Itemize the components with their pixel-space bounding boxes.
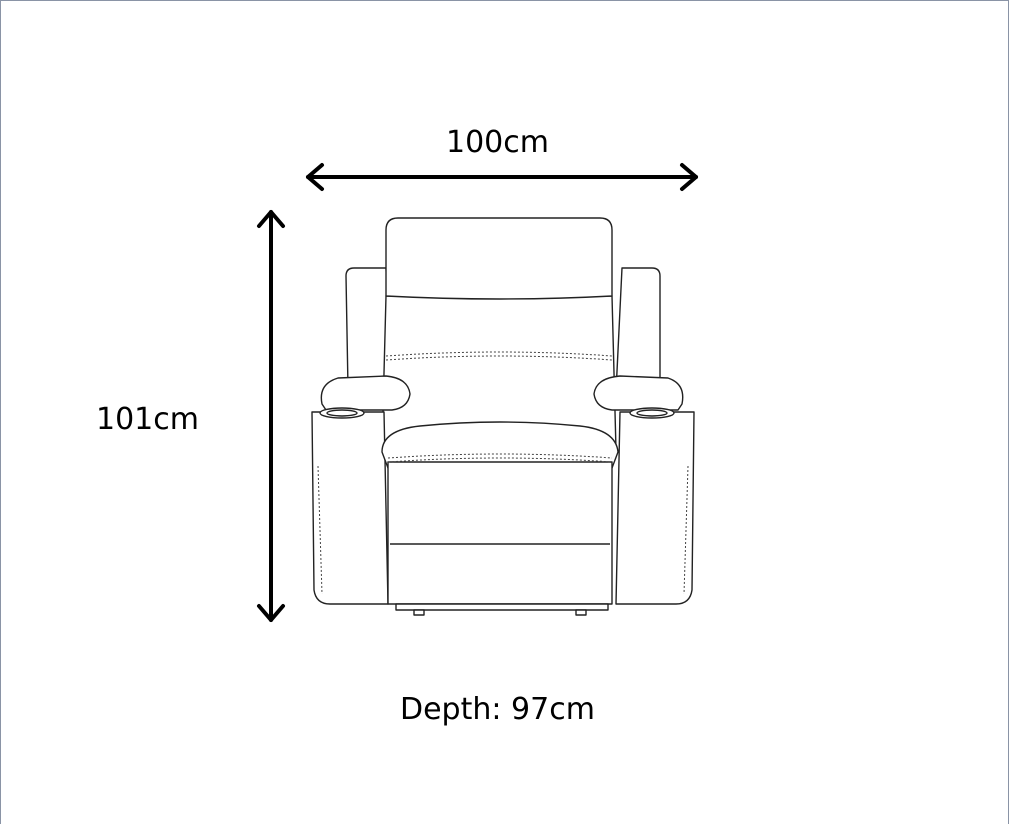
- stitching: [317, 351, 689, 595]
- right-foot: [575, 609, 587, 616]
- width-arrow: [306, 163, 698, 191]
- left-foot: [413, 609, 425, 616]
- right-arm-body: [615, 411, 695, 605]
- base-bar: [395, 603, 609, 611]
- right-arm-back: [615, 267, 661, 393]
- depth-dimension-label: Depth: 97cm: [400, 692, 595, 727]
- headrest: [385, 217, 613, 300]
- height-dimension-label: 101cm: [96, 402, 199, 437]
- left-armrest-pad: [320, 375, 411, 411]
- width-dimension-label: 100cm: [446, 125, 549, 160]
- left-arm-body: [311, 411, 389, 605]
- height-arrow: [257, 210, 285, 622]
- recliner-chair-drawing: [311, 217, 695, 616]
- seat-cushion: [381, 421, 619, 469]
- left-arm-back: [345, 267, 393, 393]
- right-armrest-pad: [593, 375, 684, 411]
- front-body: [387, 461, 613, 605]
